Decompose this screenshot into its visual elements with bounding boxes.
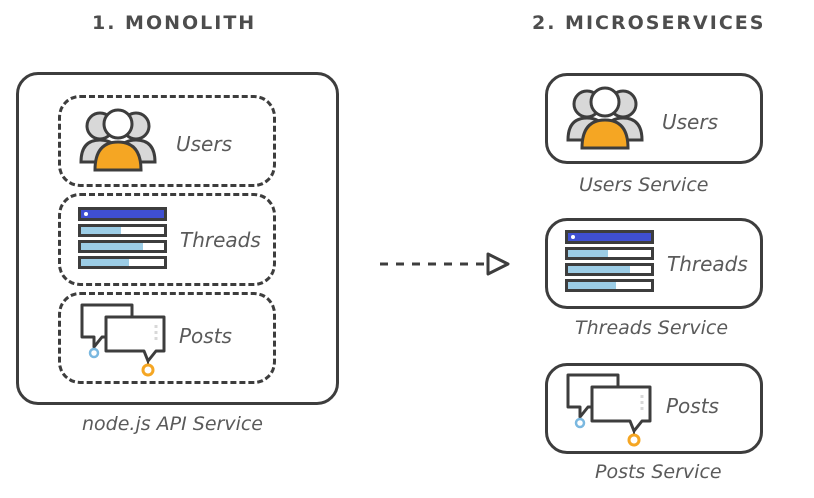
microservices-heading: 2. MICROSERVICES: [532, 12, 766, 34]
threads-service-caption: Threads Service: [575, 317, 729, 339]
monolith-posts-label: Posts: [179, 324, 232, 348]
posts-chat-icon: [80, 303, 170, 385]
users-icon: [565, 82, 645, 158]
users-icon: [78, 104, 158, 180]
users-service-label: Users: [662, 110, 719, 134]
threads-service-label: Threads: [667, 252, 748, 276]
monolith-users-label: Users: [176, 132, 233, 156]
threads-list-icon: [565, 230, 655, 300]
threads-list-icon: [78, 207, 168, 277]
users-service-caption: Users Service: [579, 174, 709, 196]
monolith-threads-label: Threads: [180, 228, 261, 252]
posts-service-label: Posts: [666, 394, 719, 418]
posts-chat-icon: [566, 373, 656, 455]
monolith-heading: 1. MONOLITH: [92, 12, 257, 34]
monolith-caption: node.js API Service: [82, 413, 263, 435]
arrow-right-icon: [378, 250, 512, 282]
posts-service-caption: Posts Service: [595, 461, 722, 483]
